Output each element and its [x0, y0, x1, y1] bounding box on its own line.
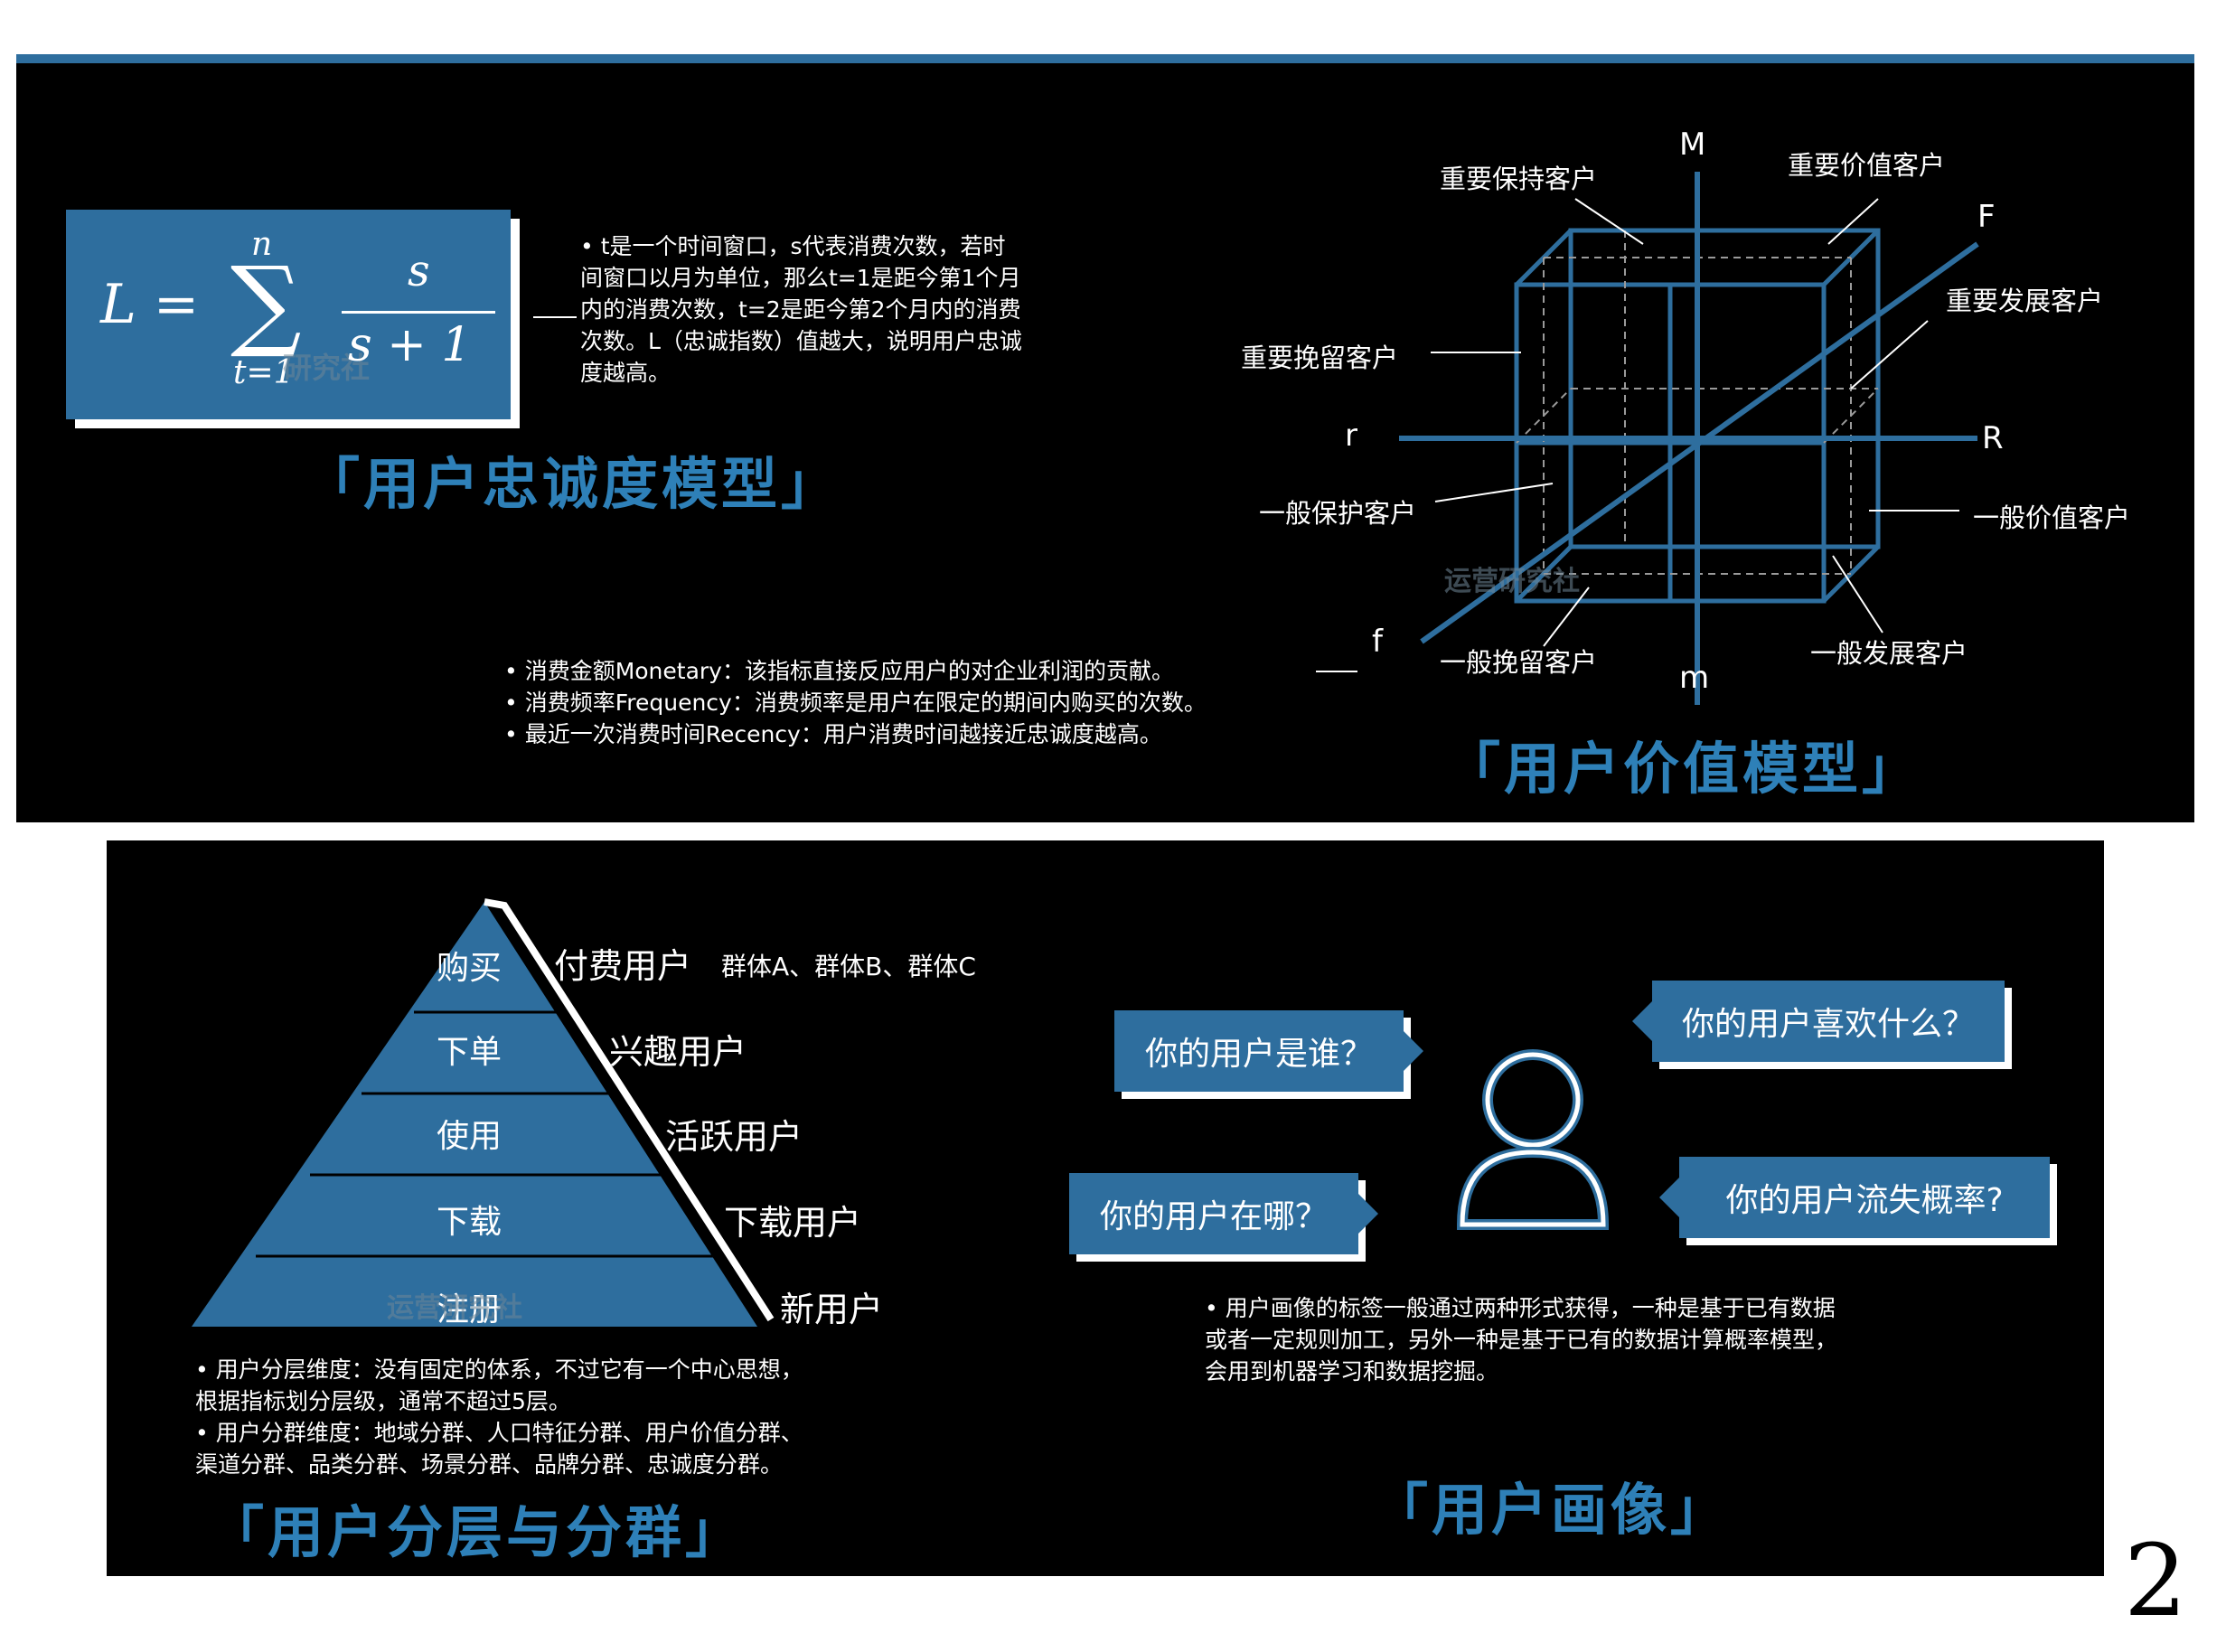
label-important-retain: 重要挽留客户	[1241, 343, 1399, 373]
pyramid-stage-order: 下单	[437, 1034, 502, 1071]
pyramid-stage-register: 注册	[437, 1291, 502, 1328]
leader-line	[1827, 198, 1879, 245]
loyalty-desc-line: 间窗口以月为单位，那么t=1是距今第1个月	[580, 265, 1021, 291]
leader-line	[1574, 198, 1644, 245]
layers-title: 「用户分层与分群」	[208, 1499, 746, 1565]
bubble-churn-text: 你的用户流失概率?	[1725, 1182, 2004, 1219]
axis-label-f: f	[1372, 624, 1383, 660]
bubble-tail	[1358, 1194, 1378, 1234]
label-important-develop: 重要发展客户	[1946, 286, 2104, 316]
loyalty-description: • t是一个时间窗口，s代表消费次数，若时 间窗口以月为单位，那么t=1是距今第…	[580, 230, 1022, 389]
portrait-desc-line: • 用户画像的标签一般通过两种形式获得，一种是基于已有数据	[1205, 1295, 1836, 1321]
layers-description: • 用户分层维度：没有固定的体系，不过它有一个中心思想， 根据指标划分层级，通常…	[195, 1354, 803, 1480]
f-axis	[1420, 241, 1979, 644]
top-panel: L = n ∑ t=1 研究社 s s + 1 • t是一个时间窗口，s代表消费…	[16, 54, 2194, 822]
pyramid-user-download: 下载用户	[724, 1203, 862, 1243]
rfm-description: • 消费金额Monetary：该指标直接反应用户的对企业利润的贡献。 • 消费频…	[504, 655, 1207, 750]
pyramid-shape	[192, 902, 757, 1327]
leader-line	[1832, 555, 1883, 634]
layers-desc-line: 渠道分群、品类分群、场景分群、品牌分群、忠诚度分群。	[195, 1451, 784, 1478]
bubble-like-text: 你的用户喜欢什么？	[1681, 1006, 1975, 1043]
loyalty-desc-line: 次数。L（忠诚指数）值越大，说明用户忠诚	[580, 328, 1022, 354]
formula-sum-bottom: t=1	[233, 354, 295, 391]
bubble-who-text: 你的用户是谁？	[1144, 1036, 1373, 1073]
label-general-develop: 一般发展客户	[1810, 638, 1968, 669]
label-important-value: 重要价值客户	[1788, 150, 1946, 181]
label-general-retain: 一般挽留客户	[1440, 647, 1598, 678]
rfm-connector-line	[1316, 671, 1357, 672]
pyramid-user-interested: 兴趣用户	[609, 1032, 747, 1072]
formula-sum-top: n	[251, 226, 273, 263]
bubble-where: 你的用户在哪？	[1069, 1173, 1378, 1254]
pyramid-user-new: 新用户	[780, 1290, 884, 1329]
label-general-protect: 一般保护客户	[1259, 498, 1417, 529]
loyalty-desc-line: 度越高。	[580, 360, 672, 386]
portrait-desc-line: 会用到机器学习和数据挖掘。	[1205, 1358, 1499, 1384]
leader-line	[1543, 587, 1590, 647]
pyramid-user-active: 活跃用户	[665, 1117, 803, 1157]
bubble-tail	[1659, 1178, 1679, 1217]
value-model-title: 「用户价值模型」	[1444, 736, 1922, 802]
pyramid-highlight	[484, 898, 775, 1322]
bubble-who: 你的用户是谁？	[1114, 1010, 1423, 1092]
rfm-line-monetary: • 消费金额Monetary：该指标直接反应用户的对企业利润的贡献。	[504, 658, 1174, 684]
formula-denominator: s + 1	[348, 318, 472, 372]
bubble-tail	[1632, 1001, 1652, 1041]
axis-label-r: r	[1345, 418, 1357, 454]
loyalty-model-title: 「用户忠诚度模型」	[304, 451, 841, 517]
cube-dashed-line	[1516, 388, 1572, 444]
axis-label-m: m	[1679, 660, 1710, 696]
bubble-churn: 你的用户流失概率?	[1659, 1157, 2050, 1238]
pyramid-watermark: 运营研究社	[387, 1292, 522, 1324]
cube-dashed-line	[1823, 388, 1879, 444]
fraction-bar	[342, 311, 495, 314]
page-number: 2	[2124, 1523, 2187, 1638]
sigma-symbol: ∑	[230, 245, 302, 361]
layers-desc-line: • 用户分群维度：地域分群、人口特征分群、用户价值分群、	[195, 1420, 803, 1446]
formula-numerator: s	[408, 246, 430, 296]
formula-watermark: 研究社	[283, 351, 371, 385]
rfm-line-recency: • 最近一次消费时间Recency：用户消费时间越接近忠诚度越高。	[504, 721, 1162, 747]
pyramid-stage-download: 下载	[437, 1204, 502, 1241]
bubble-tail	[1404, 1031, 1423, 1071]
loyalty-formula-card: L = n ∑ t=1 研究社 s s + 1	[66, 210, 511, 419]
label-important-keep: 重要保持客户	[1440, 164, 1598, 194]
loyalty-desc-line: • t是一个时间窗口，s代表消费次数，若时	[580, 233, 1006, 259]
rfm-cube-diagram	[1399, 172, 1979, 705]
user-pyramid	[192, 898, 775, 1327]
leader-line	[1434, 483, 1554, 502]
pyramid-user-paid: 付费用户	[554, 946, 692, 986]
label-general-value: 一般价值客户	[1973, 502, 2131, 533]
pyramid-stage-use: 使用	[437, 1118, 502, 1155]
axis-label-M: M	[1679, 127, 1706, 163]
portrait-desc-line: 或者一定规则加工，另外一种是基于已有的数据计算概率模型，	[1205, 1327, 1838, 1353]
bottom-panel: 购买 下单 使用 下载 注册 运营研究社 付费用户 群体A、群体B、群体C 兴趣…	[107, 840, 2104, 1576]
leader-line	[1850, 320, 1929, 390]
bubble-like: 你的用户喜欢什么？	[1632, 981, 2005, 1062]
bubble-where-text: 你的用户在哪？	[1099, 1198, 1328, 1235]
pyramid-user-groups: 群体A、群体B、群体C	[721, 952, 976, 981]
axis-label-F: F	[1977, 199, 1996, 235]
layers-desc-line: • 用户分层维度：没有固定的体系，不过它有一个中心思想，	[195, 1356, 803, 1383]
user-icon	[1456, 1049, 1610, 1230]
formula-lhs: L =	[100, 273, 200, 336]
portrait-title: 「用户画像」	[1372, 1477, 1731, 1543]
rfm-line-frequency: • 消费频率Frequency：消费频率是用户在限定的期间内购买的次数。	[504, 690, 1207, 716]
axis-label-R: R	[1982, 420, 2004, 456]
cube-watermark: 运营研究社	[1444, 566, 1580, 597]
layers-desc-line: 根据指标划分层级，通常不超过5层。	[195, 1388, 571, 1414]
pyramid-stage-purchase: 购买	[437, 950, 502, 987]
formula-connector-line	[533, 316, 577, 318]
loyalty-desc-line: 内的消费次数，t=2是距今第2个月内的消费	[580, 296, 1021, 323]
portrait-description: • 用户画像的标签一般通过两种形式获得，一种是基于已有数据 或者一定规则加工，另…	[1205, 1292, 1837, 1387]
